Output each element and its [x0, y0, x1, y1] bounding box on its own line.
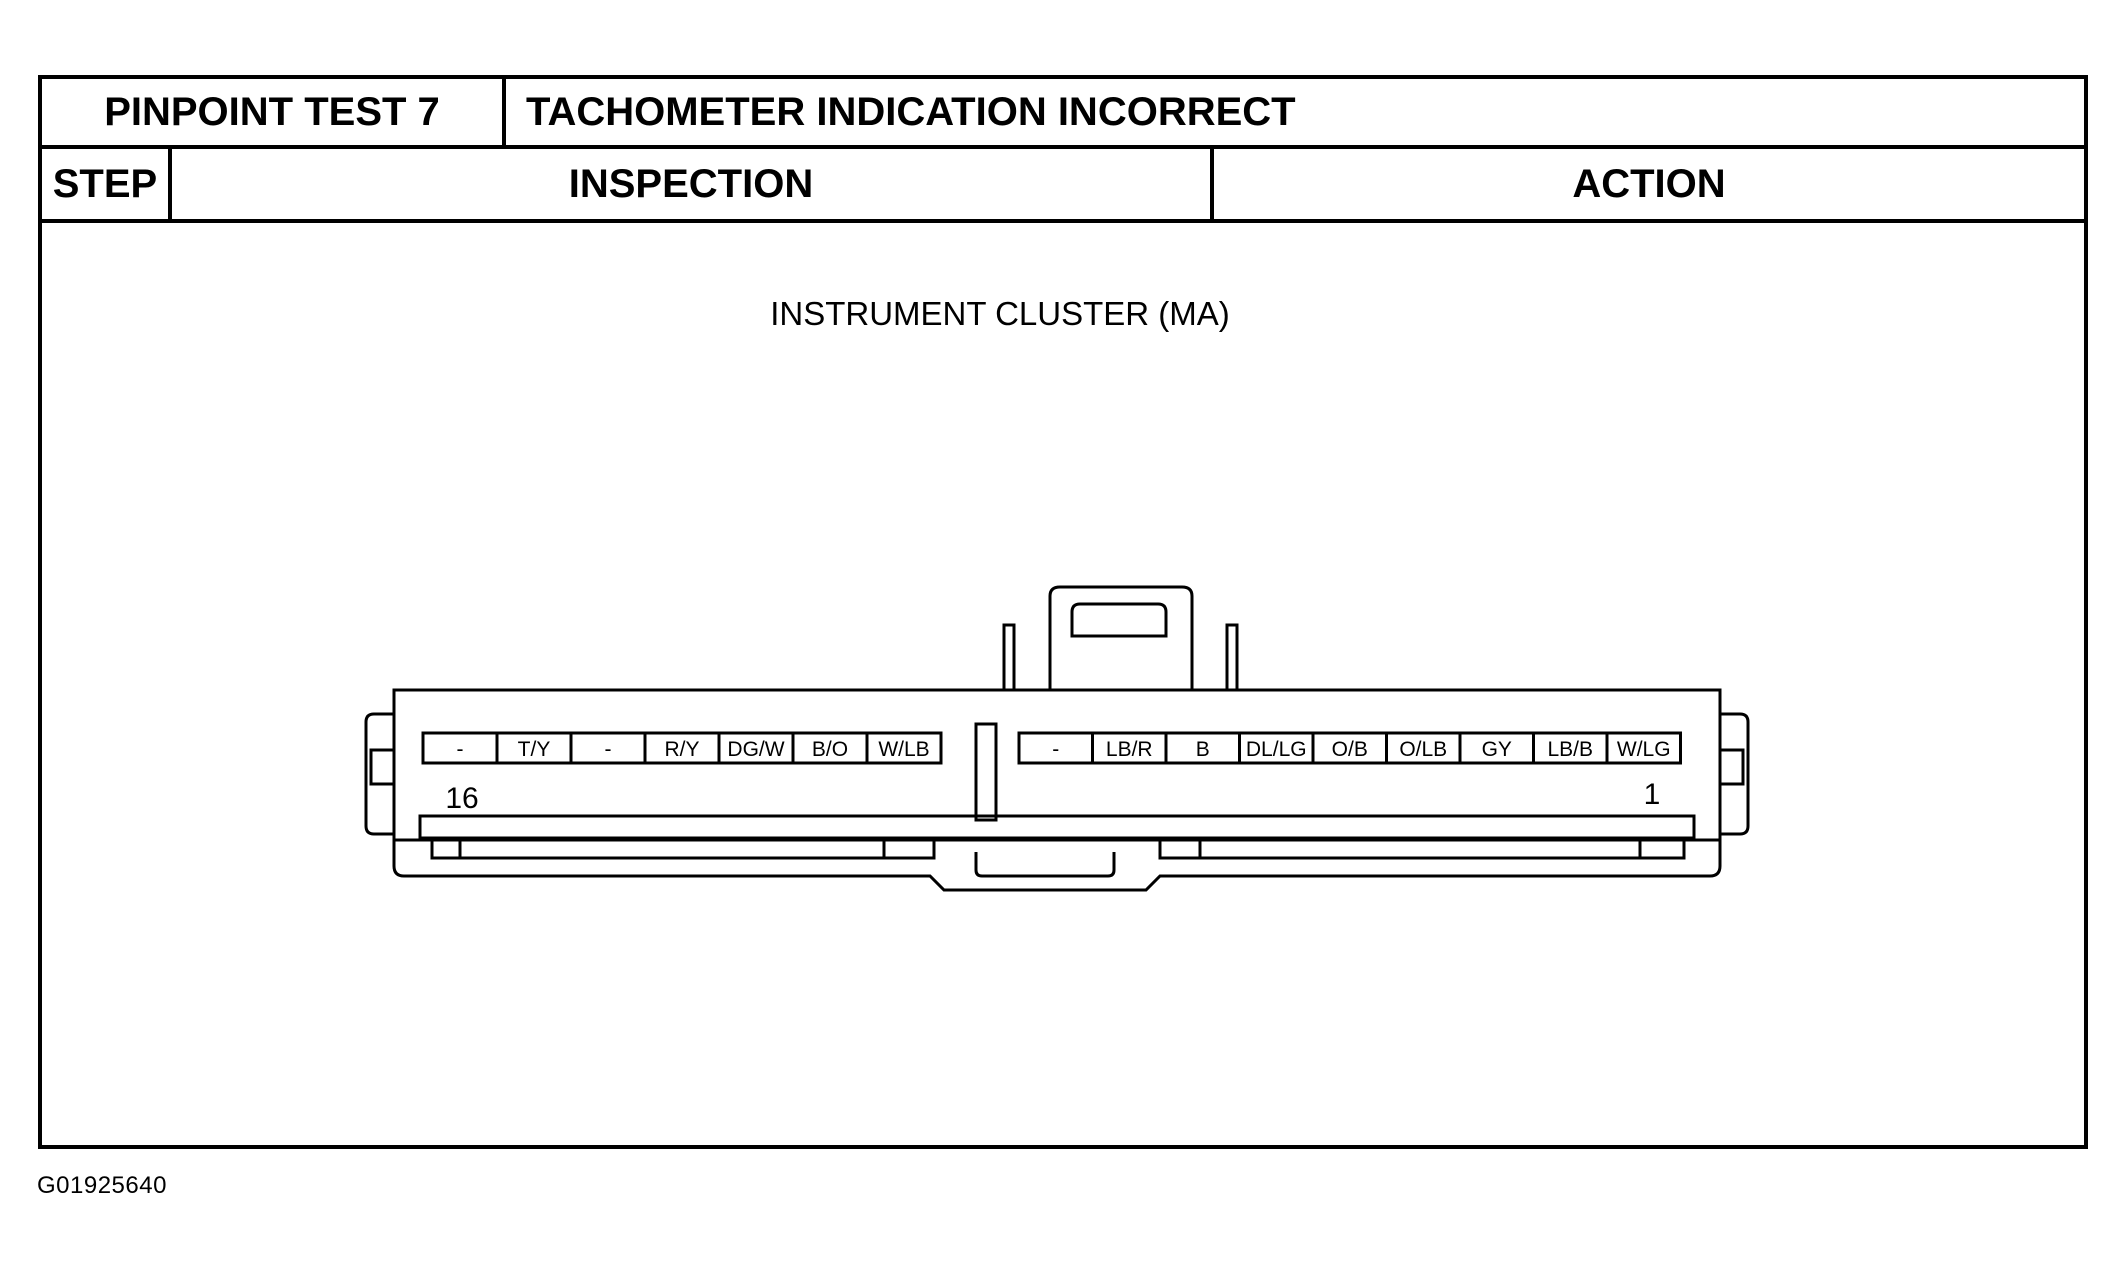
left-pin-row: - T/Y - R/Y DG/W B/O W/LB — [421, 731, 943, 765]
pin-wire-color-label: W/LG — [1617, 738, 1671, 761]
title-row: PINPOINT TEST 7 TACHOMETER INDICATION IN… — [42, 79, 2084, 149]
pin-wire-color-label: T/Y — [518, 738, 551, 761]
pin-cell — [865, 731, 943, 765]
pin-wire-color-label: O/LB — [1399, 738, 1447, 761]
pin-16-label: 16 — [445, 782, 478, 815]
pin-wire-color-label: LB/R — [1106, 738, 1153, 761]
pin-wire-color-label: GY — [1482, 738, 1512, 761]
pin-wire-color-label: O/B — [1332, 738, 1368, 761]
connector-housing — [364, 585, 1750, 892]
test-title: TACHOMETER INDICATION INCORRECT — [526, 89, 1296, 134]
pin-wire-color-label: - — [605, 738, 612, 761]
pin-wire-color-label: - — [457, 738, 464, 761]
pinpoint-test-table: PINPOINT TEST 7 TACHOMETER INDICATION IN… — [38, 75, 2088, 1149]
pin-cell — [1605, 731, 1682, 765]
pin-wire-color-label: LB/B — [1547, 738, 1593, 761]
step-column-header: STEP — [42, 149, 172, 219]
right-pin-row: - LB/R B DL/LG O/B O/LB GY LB/B W/LG — [1017, 731, 1682, 765]
inspection-column-header: INSPECTION — [172, 149, 1214, 219]
pin-wire-color-label: B/O — [812, 738, 848, 761]
figure-code: G01925640 — [37, 1172, 167, 1199]
action-column-header: ACTION — [1572, 161, 1726, 206]
pin-1-label: 1 — [1644, 778, 1661, 811]
pin-wire-color-label: DG/W — [727, 738, 784, 761]
pin-wire-color-label: - — [1052, 738, 1059, 761]
connector-title: INSTRUMENT CLUSTER (MA) — [770, 295, 1230, 332]
pin-wire-color-label: W/LB — [878, 738, 929, 761]
column-header-row: STEP INSPECTION ACTION — [42, 149, 2084, 223]
pin-wire-color-label: DL/LG — [1246, 738, 1307, 761]
pin-wire-color-label: R/Y — [664, 738, 699, 761]
pin-wire-color-label: B — [1196, 738, 1210, 761]
test-number: PINPOINT TEST 7 — [42, 79, 506, 145]
